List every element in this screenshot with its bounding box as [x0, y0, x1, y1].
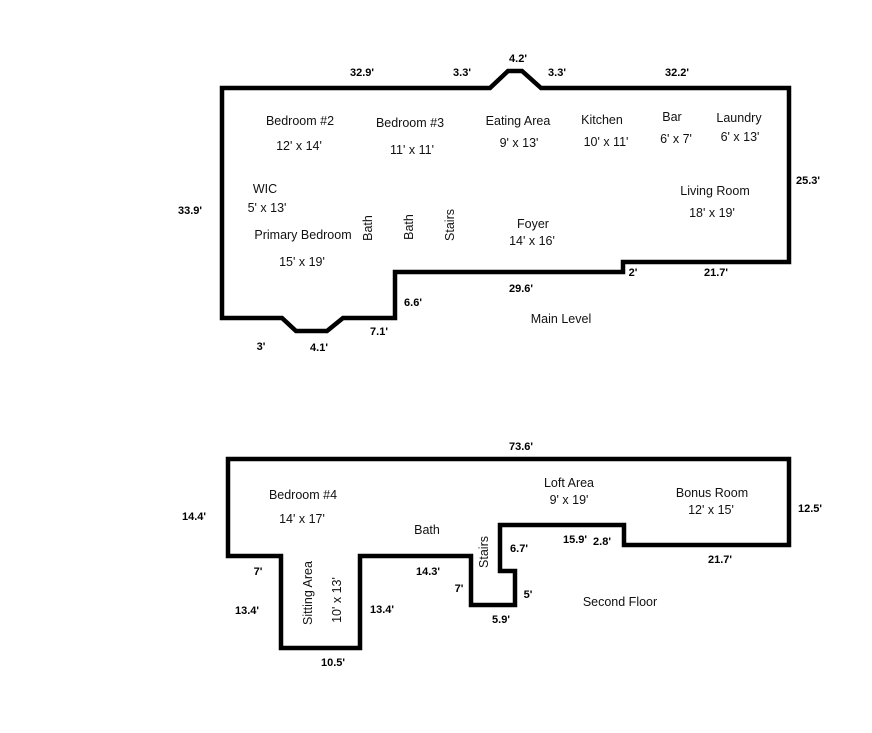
room-name: Loft Area [544, 476, 594, 490]
dimension-label: 13.4' [370, 604, 394, 616]
dimension-label: 4.2' [509, 53, 527, 65]
room-name: Kitchen [581, 113, 623, 127]
dimension-label: 2' [629, 267, 638, 279]
bath-label: Bath [402, 214, 416, 240]
dimension-label: 14.4' [182, 511, 206, 523]
room-size: 14' x 17' [279, 512, 325, 526]
room-size: 5' x 13' [248, 201, 287, 215]
dimension-label: 7' [455, 583, 464, 595]
dimension-label: 7.1' [370, 326, 388, 338]
dimension-label: 6.7' [510, 543, 528, 555]
dimension-label: 15.9' [563, 534, 587, 546]
second-floor-plan: Bedroom #4 14' x 17' Loft Area 9' x 19' … [182, 441, 822, 669]
stairs-label: Stairs [443, 209, 457, 241]
room-size: 12' x 14' [276, 139, 322, 153]
dimension-label: 10.5' [321, 657, 345, 669]
dimension-label: 32.9' [350, 67, 374, 79]
dimension-label: 25.3' [796, 175, 820, 187]
room-size: 10' x 11' [584, 135, 629, 149]
room-name: Bonus Room [676, 486, 748, 500]
dimension-label: 29.6' [509, 283, 533, 295]
room-name: Bar [662, 110, 681, 124]
level-title: Main Level [531, 312, 591, 326]
room-size: 14' x 16' [509, 234, 555, 248]
room-size: 6' x 13' [721, 130, 760, 144]
dimension-label: 3' [257, 341, 266, 353]
room-name: Primary Bedroom [254, 228, 351, 242]
dimension-label: 13.4' [235, 605, 259, 617]
room-name: WIC [253, 182, 277, 196]
dimension-label: 4.1' [310, 342, 328, 354]
dimension-label: 12.5' [798, 503, 822, 515]
room-name: Laundry [716, 111, 762, 125]
dimension-label: 3.3' [453, 67, 471, 79]
dimension-label: 7' [254, 566, 263, 578]
dimension-label: 14.3' [416, 566, 440, 578]
room-name: Foyer [517, 217, 549, 231]
room-size: 6' x 7' [660, 132, 692, 146]
dimension-label: 21.7' [704, 267, 728, 279]
dimension-label: 21.7' [708, 554, 732, 566]
sitting-area-label: Sitting Area [301, 561, 315, 625]
room-size: 15' x 19' [279, 255, 325, 269]
dimension-label: 73.6' [509, 441, 533, 453]
room-size: 9' x 19' [550, 493, 589, 507]
main-level-outline [219, 68, 792, 334]
room-size: 9' x 13' [500, 136, 539, 150]
room-name: Eating Area [486, 114, 551, 128]
room-size: 18' x 19' [689, 206, 735, 220]
room-name: Bath [414, 523, 440, 537]
room-name: Bedroom #2 [266, 114, 334, 128]
dimension-label: 3.3' [548, 67, 566, 79]
second-floor-outline [225, 456, 792, 651]
dimension-label: 5' [524, 589, 533, 601]
sitting-area-size: 10' x 13' [330, 577, 344, 623]
dimension-label: 32.2' [665, 67, 689, 79]
main-level-plan: Bedroom #2 12' x 14' Bedroom #3 11' x 11… [178, 53, 820, 354]
level-title: Second Floor [583, 595, 657, 609]
room-size: 11' x 11' [390, 143, 434, 157]
dimension-label: 6.6' [404, 297, 422, 309]
stairs-label: Stairs [477, 536, 491, 568]
room-name: Bedroom #4 [269, 488, 337, 502]
dimension-label: 5.9' [492, 614, 510, 626]
room-name: Living Room [680, 184, 749, 198]
room-name: Bedroom #3 [376, 116, 444, 130]
dimension-label: 2.8' [593, 536, 611, 548]
room-size: 12' x 15' [688, 503, 734, 517]
bath-label: Bath [361, 215, 375, 241]
dimension-label: 33.9' [178, 205, 202, 217]
